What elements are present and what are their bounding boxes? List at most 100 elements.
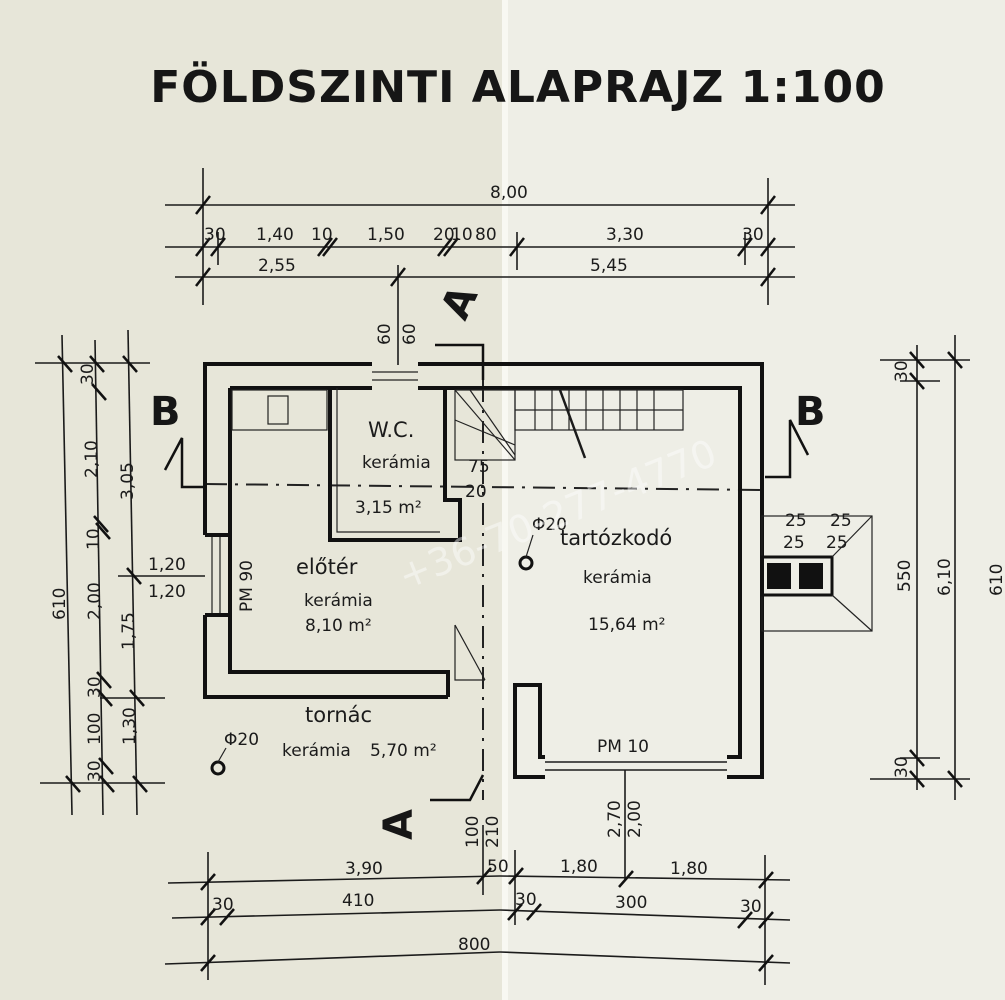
- section-b-left: B: [150, 389, 181, 435]
- top-dimension-chain: 8,00 30 1,40 10 1,50 20 10 80 3,30 30 2,…: [165, 168, 795, 365]
- dim-label: 25: [826, 533, 848, 553]
- drawing-line: [336, 388, 440, 533]
- drawing-line: [195, 237, 211, 257]
- dim-label: 1,80: [560, 857, 598, 877]
- drawing-line: [909, 372, 925, 390]
- drawing-line: [195, 267, 211, 287]
- dim-label: 25: [785, 511, 807, 531]
- drawing-line: [513, 683, 545, 779]
- drawing-line: [93, 515, 109, 533]
- dim-label: 2,55: [258, 256, 296, 276]
- room-tartozkodo: tartózkodó kerámia 15,64 m²: [560, 526, 672, 635]
- section-b-right: B: [795, 389, 826, 435]
- drawing-shape: [195, 195, 776, 287]
- dim-label: 30: [212, 895, 234, 915]
- right-dimension-chain: 30 550 30 6,10 610 25 25 25 25: [783, 335, 1005, 800]
- drawing-line: [163, 437, 205, 489]
- dim-label: 30: [85, 760, 105, 782]
- dim-label: 1,20: [148, 555, 186, 575]
- drawing-line: [507, 903, 523, 921]
- dim-label: 60: [375, 323, 395, 345]
- drawing-line: [65, 775, 81, 793]
- drawing-line: [454, 419, 516, 446]
- room-material: kerámia: [282, 741, 351, 761]
- drawing-line: [129, 689, 145, 707]
- drawing-line: [390, 267, 406, 287]
- drawing-line: [97, 689, 113, 707]
- drawing-line: [430, 774, 485, 802]
- drawing-shape: [515, 390, 683, 430]
- room-tornac: tornác kerámia 5,70 m²: [282, 703, 437, 761]
- drawing-line: [219, 908, 235, 926]
- drawing-line: [737, 911, 753, 929]
- drawing-line: [126, 567, 142, 585]
- drawing-line: [831, 594, 873, 632]
- dim-label: 3,90: [345, 859, 383, 879]
- drawing-line: [204, 483, 766, 491]
- drawing-line: [203, 615, 448, 699]
- drawing-shape: [200, 867, 774, 972]
- drawing-line: [317, 237, 333, 257]
- drawing-line: [95, 522, 111, 540]
- drawing-shape: [267, 395, 289, 425]
- dim-label: 30: [892, 360, 912, 382]
- dim-label: 2,70: [605, 800, 625, 838]
- dim-label: 2,00: [625, 800, 645, 838]
- dim-label: 10: [84, 528, 104, 550]
- room-name: tornác: [305, 703, 372, 727]
- drawing-line: [203, 362, 372, 535]
- drawing-line: [195, 195, 211, 215]
- drawing-line: [94, 339, 104, 816]
- drawing-line: [831, 515, 873, 558]
- dim-total-top: 8,00: [490, 183, 528, 203]
- pipe-label: Φ20: [224, 730, 259, 750]
- dim-label: 1,30: [120, 707, 140, 745]
- drawing-line: [760, 237, 776, 257]
- drawing-line: [526, 903, 542, 921]
- drawing-line: [476, 867, 492, 885]
- dim-label: 300: [615, 893, 647, 913]
- room-material: kerámia: [583, 568, 652, 588]
- dim-label: 3,05: [118, 462, 138, 500]
- drawing-shape: [57, 355, 148, 793]
- drawing-line: [454, 624, 486, 681]
- drawing-line: [167, 875, 501, 884]
- drawing-line: [91, 383, 107, 401]
- drawing-line: [618, 870, 634, 888]
- drawing-shape: [231, 389, 328, 431]
- drawing-line: [122, 355, 138, 373]
- left-dimension-chain: 610 30 2,10 10 2,00 30 100 30 3,05 1,75 …: [35, 329, 205, 816]
- stair-dim: 75: [468, 457, 490, 477]
- drawing-line: [947, 770, 963, 788]
- dim-label: 30: [204, 225, 226, 245]
- drawing-line: [758, 911, 774, 929]
- drawing-shape: [909, 351, 963, 788]
- building-walls: [203, 362, 873, 779]
- dim-label: 210: [483, 816, 503, 848]
- pipe-label: Φ20: [532, 515, 567, 535]
- drawing-line: [760, 267, 776, 287]
- dim-label: 30: [85, 676, 105, 698]
- section-a-bottom: A: [376, 809, 422, 840]
- drawing-line: [737, 237, 753, 257]
- dim-label: 410: [342, 891, 374, 911]
- dim-label: 30: [892, 756, 912, 778]
- drawing-line: [89, 355, 105, 373]
- flue-icon: [767, 563, 791, 589]
- drawing-line: [469, 389, 516, 456]
- dim-label: 550: [895, 560, 915, 592]
- dim-label: 60: [400, 323, 420, 345]
- drawing-line: [909, 749, 925, 767]
- dim-label: 30: [742, 225, 764, 245]
- dim-label: 610: [50, 588, 70, 620]
- drawing-line: [228, 388, 450, 697]
- drawing-line: [760, 195, 776, 215]
- room-area: 3,15 m²: [355, 498, 422, 518]
- dim-label: 6,10: [935, 558, 955, 596]
- drawing-line: [61, 334, 73, 816]
- dim-label: 1,75: [119, 612, 139, 650]
- drawing-line: [758, 954, 774, 972]
- window-label: PM 10: [597, 737, 649, 757]
- dim-label: 1,50: [367, 225, 405, 245]
- window-label: PM 90: [237, 560, 257, 612]
